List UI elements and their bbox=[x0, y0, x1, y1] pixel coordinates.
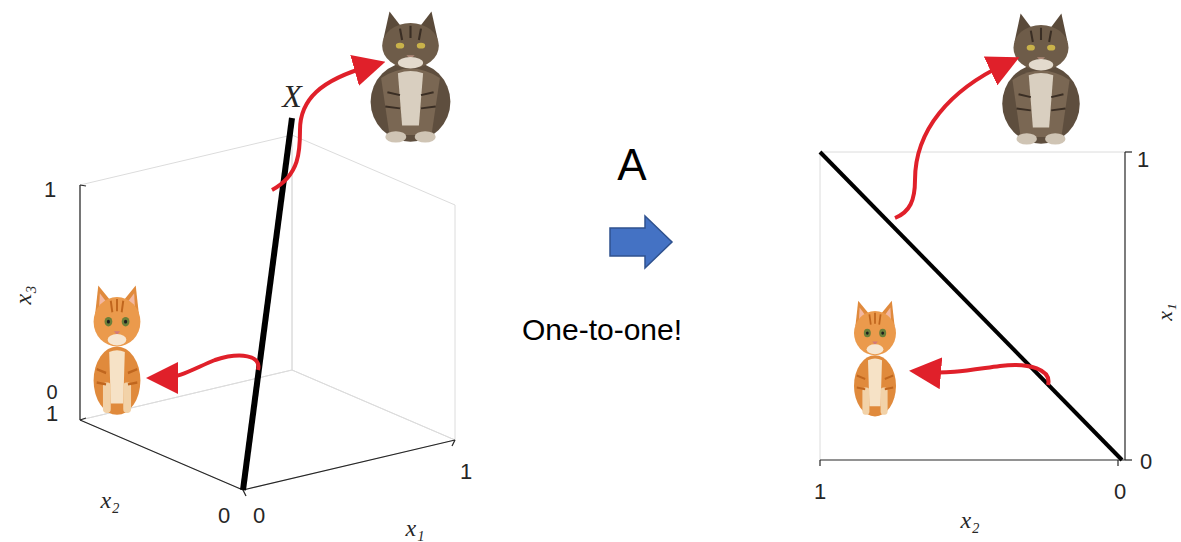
tick-label: 0 bbox=[1140, 451, 1152, 473]
tick-label: 1 bbox=[460, 461, 472, 483]
axis-label: x₂ bbox=[961, 508, 980, 532]
set-label: X bbox=[282, 80, 302, 112]
tick-label: 0 bbox=[253, 505, 265, 527]
tick-label: 1 bbox=[44, 179, 56, 201]
map-name: A bbox=[617, 143, 646, 187]
orange-cat bbox=[854, 301, 896, 417]
axes-2d bbox=[820, 152, 1132, 466]
block-arrow bbox=[610, 216, 672, 268]
axis-label: x₁ bbox=[406, 516, 425, 540]
red-arrow bbox=[895, 64, 1005, 218]
red-arrow bbox=[272, 66, 370, 190]
manifold-line bbox=[820, 152, 1122, 460]
axis-label: x₃ bbox=[10, 286, 34, 305]
red-arrow bbox=[925, 365, 1048, 385]
tabby-cat bbox=[371, 12, 451, 143]
tabby-cat bbox=[1002, 14, 1080, 145]
note-text: One-to-one! bbox=[522, 315, 682, 345]
tick-label: 1 bbox=[46, 403, 58, 425]
red-arrow bbox=[162, 356, 258, 378]
orange-cat bbox=[94, 286, 141, 415]
tick-label: 0 bbox=[46, 382, 57, 402]
axis-label: x₁ bbox=[1154, 303, 1176, 320]
axis-label: x₂ bbox=[101, 488, 120, 512]
tick-label: 0 bbox=[218, 505, 230, 527]
manifold-line bbox=[243, 118, 292, 490]
tick-label: 0 bbox=[1114, 481, 1126, 503]
tick-label: 1 bbox=[814, 481, 826, 503]
tick-label: 1 bbox=[1137, 149, 1149, 171]
